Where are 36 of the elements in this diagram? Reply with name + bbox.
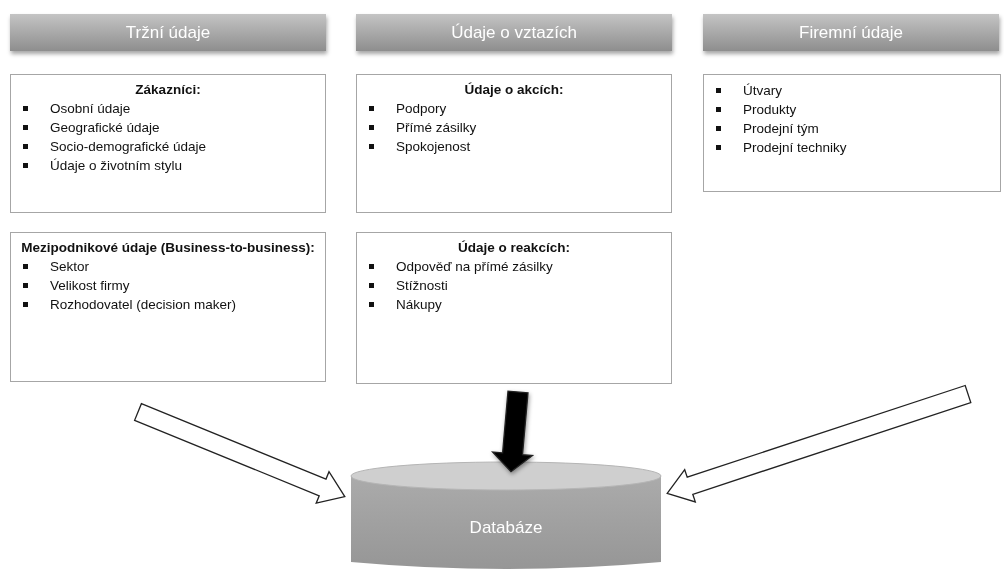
header-band bbox=[356, 14, 672, 51]
block-arrow bbox=[133, 402, 346, 505]
list-box bbox=[10, 232, 326, 382]
list-item: Údaje o životním stylu bbox=[50, 157, 183, 175]
header-title: Tržní údaje bbox=[125, 22, 211, 43]
list-item: Produkty bbox=[743, 101, 797, 119]
list-item: Prodejní tým bbox=[743, 120, 819, 138]
list-item: Odpověď na přímé zásilky bbox=[396, 258, 553, 276]
header-band bbox=[703, 14, 999, 51]
list-item: Sektor bbox=[50, 258, 90, 276]
list-item: Spokojenost bbox=[396, 138, 471, 156]
database-label: Databáze bbox=[468, 518, 544, 538]
box-heading: Zákazníci: bbox=[134, 81, 202, 99]
list-item: Prodejní techniky bbox=[743, 139, 847, 157]
list-box bbox=[356, 74, 672, 213]
box-heading: Údaje o akcích: bbox=[463, 81, 565, 99]
block-arrow bbox=[666, 384, 972, 503]
list-item: Přímé zásilky bbox=[396, 119, 477, 137]
list-item: Velikost firmy bbox=[50, 277, 130, 295]
list-item: Nákupy bbox=[396, 296, 442, 314]
list-box bbox=[356, 232, 672, 384]
list-item: Rozhodovatel (decision maker) bbox=[50, 296, 237, 314]
header-band bbox=[10, 14, 326, 51]
box-heading: Údaje o reakcích: bbox=[457, 239, 571, 257]
list-item: Útvary bbox=[743, 82, 782, 100]
list-box bbox=[10, 74, 326, 213]
block-arrow bbox=[490, 390, 535, 473]
list-item: Stížnosti bbox=[396, 277, 448, 295]
list-item: Socio-demografické údaje bbox=[50, 138, 207, 156]
list-item: Osobní údaje bbox=[50, 100, 131, 118]
list-box bbox=[703, 74, 1001, 192]
header-title: Firemní údaje bbox=[799, 22, 903, 43]
list-item: Podpory bbox=[396, 100, 447, 118]
box-heading: Mezipodnikové údaje (Business-to-business): bbox=[21, 239, 315, 257]
header-title: Údaje o vztazích bbox=[451, 22, 577, 43]
list-item: Geografické údaje bbox=[50, 119, 160, 137]
